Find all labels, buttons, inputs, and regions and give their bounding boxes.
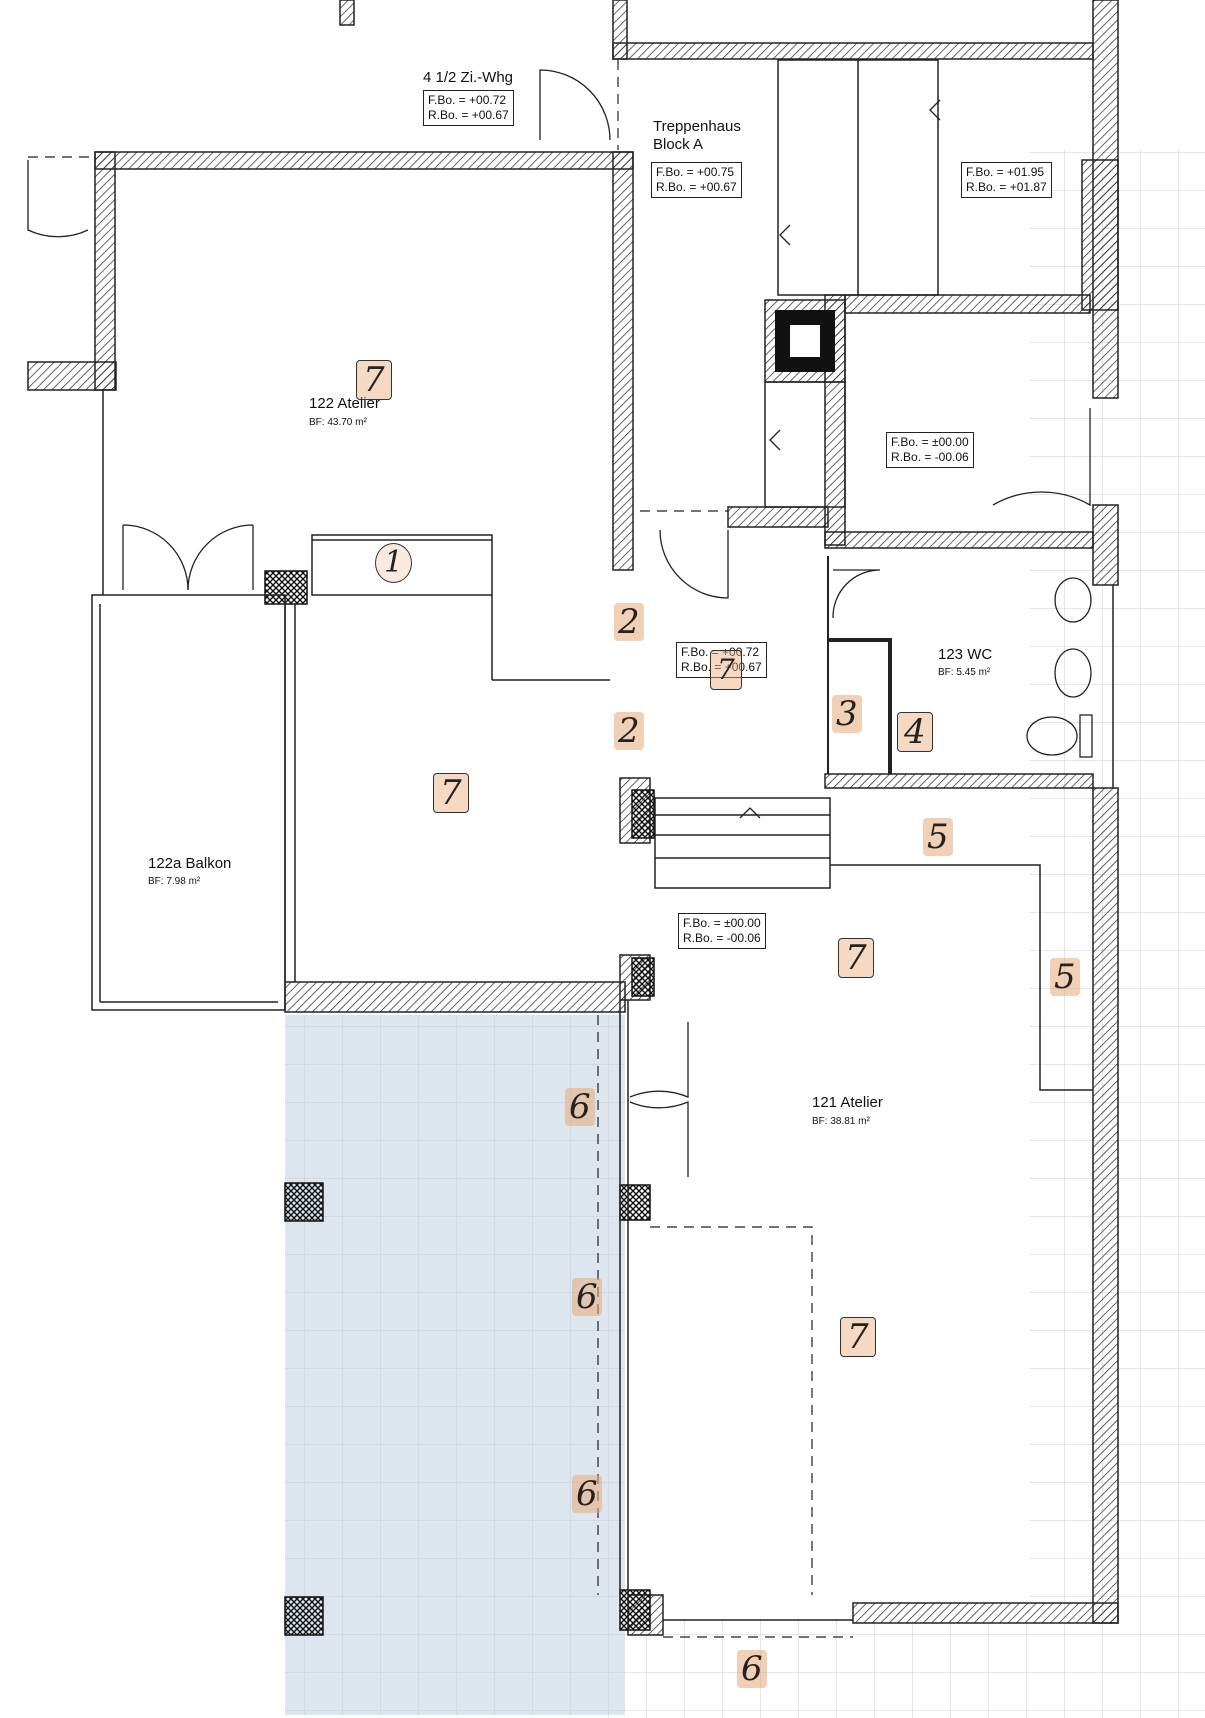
annotation-7-atelier122-lower: 7 [433, 773, 469, 813]
toilet [1026, 716, 1078, 756]
stair-arrows [739, 99, 941, 819]
annotation-3-hall: 3 [832, 695, 862, 733]
room-122a-area: BF: 7.98 m² [148, 876, 201, 887]
column-2 [631, 789, 655, 839]
door-terrace-top [629, 1022, 689, 1098]
annotation-1-cabinet: 1 [375, 543, 413, 583]
room-122a-name: 122a Balkon [148, 855, 232, 872]
apartment-name: 4 1/2 Zi.-Whg [423, 69, 514, 86]
doors [27, 69, 1091, 1177]
wall-atelier121-right [1092, 787, 1119, 1624]
stair-arrow-3 [769, 429, 781, 451]
balcony-outline [91, 594, 286, 1011]
annotation-7-atelier121: 7 [838, 938, 874, 978]
terrace-grid [285, 1015, 625, 1715]
annotation-7-hall: 7 [710, 650, 742, 690]
columns [264, 570, 655, 1636]
room-122-area: BF: 43.70 m² [309, 417, 367, 428]
door-apartment [539, 69, 611, 141]
wall-top-fragment [339, 0, 355, 26]
column-1 [264, 570, 308, 605]
column-4 [619, 1184, 651, 1221]
stair-arrow-2 [779, 224, 791, 246]
wall-atelier122-left-upper [94, 151, 116, 391]
annotation-7-atelier121-lower: 7 [840, 1317, 876, 1357]
bottom-grid [600, 1620, 1030, 1718]
wall-wc-bottom [824, 773, 1094, 789]
stair-lower [764, 381, 846, 508]
annotation-6-terrace-1: 6 [565, 1088, 595, 1126]
wall-atelier122-bottom [284, 981, 626, 1013]
sink-1 [1054, 577, 1092, 623]
annotation-2-door-lower: 2 [614, 712, 644, 750]
wall-right-notch [1081, 159, 1119, 311]
wall-atelier122-right [612, 151, 634, 571]
column-6 [284, 1596, 324, 1636]
chimney-inner [790, 325, 820, 357]
sink-2 [1054, 648, 1092, 698]
stair-name: Treppenhaus Block A [653, 118, 741, 153]
door-hall [659, 529, 729, 599]
wall-upper-right-bottom [844, 294, 1091, 314]
wall-top-right-stub [612, 0, 628, 60]
atelier121-levels: F.Bo. = ±00.00 R.Bo. = -00.06 [678, 913, 766, 949]
wall-top-right [612, 42, 1094, 60]
column-3 [631, 957, 655, 997]
room-123-name: 123 WC [938, 646, 993, 663]
stair-arrow-1 [929, 99, 941, 121]
annotation-2-door-upper: 2 [614, 603, 644, 641]
door-atelier-right [187, 524, 254, 591]
atelier121-niche [830, 864, 1093, 1091]
apartment-levels: F.Bo. = +00.72 R.Bo. = +00.67 [423, 90, 514, 126]
hall-arrow [739, 807, 761, 819]
cabinet [311, 534, 493, 596]
door-atelier-left [122, 524, 189, 591]
room-123-area: BF: 5.45 m² [938, 667, 991, 678]
thin-lines [91, 59, 1114, 1621]
door-wc [832, 569, 881, 619]
wall-core-top [727, 506, 829, 528]
annotation-5-right: 5 [1050, 958, 1080, 996]
annotation-7-atelier122: 7 [356, 360, 392, 400]
wall-bath-top [824, 531, 1094, 549]
stair-levels: F.Bo. = +00.75 R.Bo. = +00.67 [651, 162, 742, 198]
annotation-6-terrace-2: 6 [572, 1278, 602, 1316]
small-room-levels: F.Bo. = ±00.00 R.Bo. = -00.06 [886, 432, 974, 468]
wall-right-outer-mid [1092, 504, 1119, 586]
wall-atelier122-top [94, 151, 634, 170]
door-small-room [992, 408, 1091, 507]
hall-steps [654, 797, 831, 889]
room-121-name: 121 Atelier [812, 1094, 883, 1111]
column-5 [284, 1182, 324, 1222]
annotation-6-terrace-3: 6 [572, 1475, 602, 1513]
door-top-left [27, 160, 89, 238]
upper-right-levels: F.Bo. = +01.95 R.Bo. = +01.87 [961, 162, 1052, 198]
annotation-4-wc: 4 [897, 712, 933, 752]
wall-left-stub [27, 361, 117, 391]
door-terrace-bottom [629, 1101, 689, 1177]
annotation-5-upper: 5 [923, 818, 953, 856]
annotation-6-bottom: 6 [737, 1650, 767, 1688]
wall-atelier121-bottom [852, 1602, 1119, 1624]
wc-fixtures [1026, 577, 1093, 758]
column-7 [619, 1589, 651, 1631]
toilet-tank [1079, 714, 1093, 758]
room-121-area: BF: 38.81 m² [812, 1116, 870, 1127]
wc-partition [828, 638, 892, 774]
dashed-atelier121 [650, 1226, 813, 1595]
